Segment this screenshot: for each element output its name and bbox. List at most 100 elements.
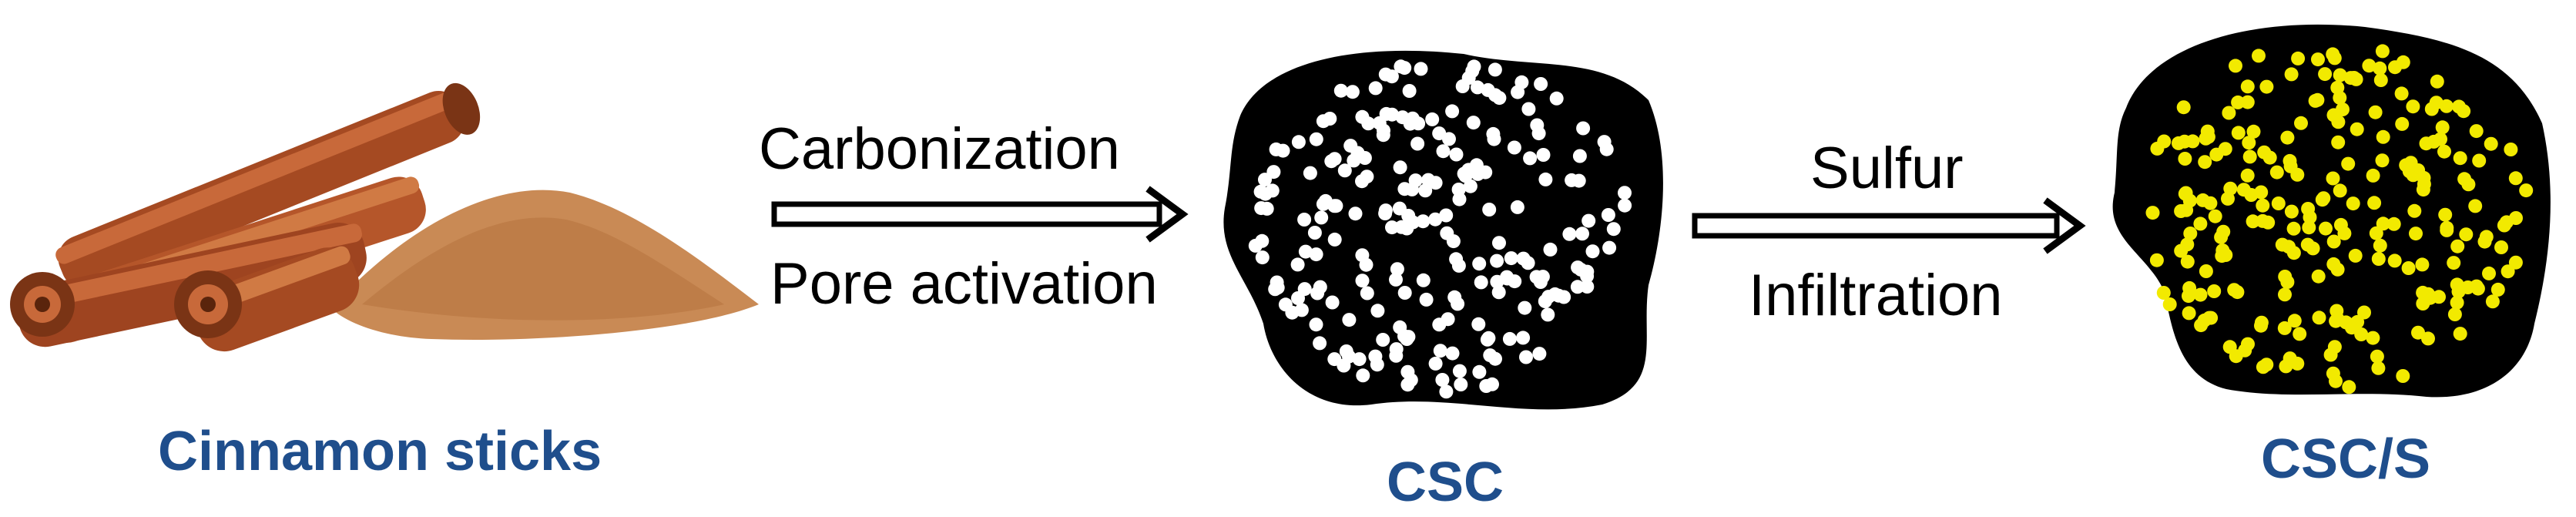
pore-dot [2373,61,2387,76]
pore-dot [2244,188,2259,202]
step1-label-pore-activation: Pore activation [770,251,1158,317]
pore-dot [2344,321,2359,335]
pore-dot [2509,211,2523,225]
pore-dot [2293,327,2307,341]
pore-dot [2240,79,2255,94]
pore-dot [1428,212,1443,227]
pore-dot [2180,237,2195,252]
pore-dot [2282,240,2296,254]
pore-dot [2246,214,2260,229]
pore-dot [1368,349,1383,364]
pore-dot [1452,192,1467,206]
pore-dot [2421,331,2435,346]
pore-dot [2278,287,2292,302]
pore-dot [2221,191,2235,206]
pore-dot [2447,307,2462,321]
pore-dot [2367,196,2382,210]
pore-dot [1461,71,1476,86]
pore-dot [1416,273,1431,287]
pore-dot [2508,171,2523,186]
pore-dot [1414,62,1428,76]
pore-dot [2284,67,2299,82]
pore-dot [2430,74,2444,89]
pore-dot [1406,215,1420,230]
pore-dot [2333,68,2347,82]
pore-dot [2326,171,2340,186]
pore-dot [2447,256,2461,270]
pore-dot [1298,244,1313,259]
pore-dot [1485,377,1499,391]
pore-dot [2306,241,2320,256]
pore-dot [2311,52,2325,67]
pore-dot [2409,227,2423,241]
pore-dot [1502,331,1517,346]
pore-dot [1421,173,1436,187]
pore-dot [1535,270,1550,284]
pore-dot [2326,366,2340,381]
pore-dot [2199,264,2213,278]
pore-dot [1565,173,1579,187]
pore-dot [2271,196,2286,210]
pore-dot [2337,226,2352,240]
pore-dot [1314,210,1329,225]
pore-dot [2240,95,2255,109]
pore-dot [1343,139,1358,153]
pore-dot [2501,264,2515,279]
pore-dot [2438,207,2453,222]
pore-dot [1313,336,1327,351]
pore-dot [2207,284,2222,298]
pore-dot [2371,361,2386,375]
pore-dot [2375,153,2390,168]
pore-dot [1597,135,1612,149]
pore-dot [2277,321,2292,335]
pore-dot [2231,126,2246,140]
step2-label-infiltration: Infiltration [1749,263,2003,328]
pore-dot [2411,325,2425,340]
pore-dot [1551,288,1566,303]
pore-dot [1327,352,1342,367]
pore-dot [1575,227,1589,241]
pore-dot [1342,349,1356,364]
pore-dot [1492,236,1506,250]
pore-dot [2415,257,2430,272]
pore-dot [1452,364,1467,378]
pore-dot [2284,204,2299,219]
pore-dot [1602,240,1617,255]
pore-dot [1532,347,1547,361]
pore-dot [1419,292,1434,307]
pore-dot [1488,62,1502,77]
pore-dot [2376,217,2390,231]
pore-dot [2366,331,2380,345]
pore-dot [1490,253,1504,268]
pore-dot [1488,351,1502,366]
pore-dot [2457,172,2472,186]
pore-dot [2246,124,2261,139]
pore-dot [2257,145,2272,159]
pore-dot [2450,277,2464,292]
pore-dot [2472,153,2487,168]
pore-dot [2222,106,2236,120]
pore-dot [1562,227,1577,241]
pore-dot [1521,102,1536,116]
pore-dot [2368,105,2383,119]
pore-dot [2331,115,2346,129]
pore-dot [1471,166,1485,181]
pore-dot [2485,294,2500,309]
pore-dot [1309,132,1323,146]
pore-dot [2437,144,2451,159]
pore-dot [1507,140,1521,155]
pore-dot [2286,221,2301,236]
pore-dot [1549,91,1564,106]
pore-dot [2283,159,2298,173]
pore-dot [1291,291,1305,305]
pore-dot [1449,252,1464,267]
pore-dot [1352,352,1367,367]
pore-dot [2416,183,2430,197]
pore-dot [2479,230,2494,244]
pore-dot [2371,252,2386,266]
pore-dot [1618,198,1632,213]
pore-dot [1402,84,1417,98]
pore-dot [2162,297,2177,311]
pore-dot [1541,307,1555,322]
